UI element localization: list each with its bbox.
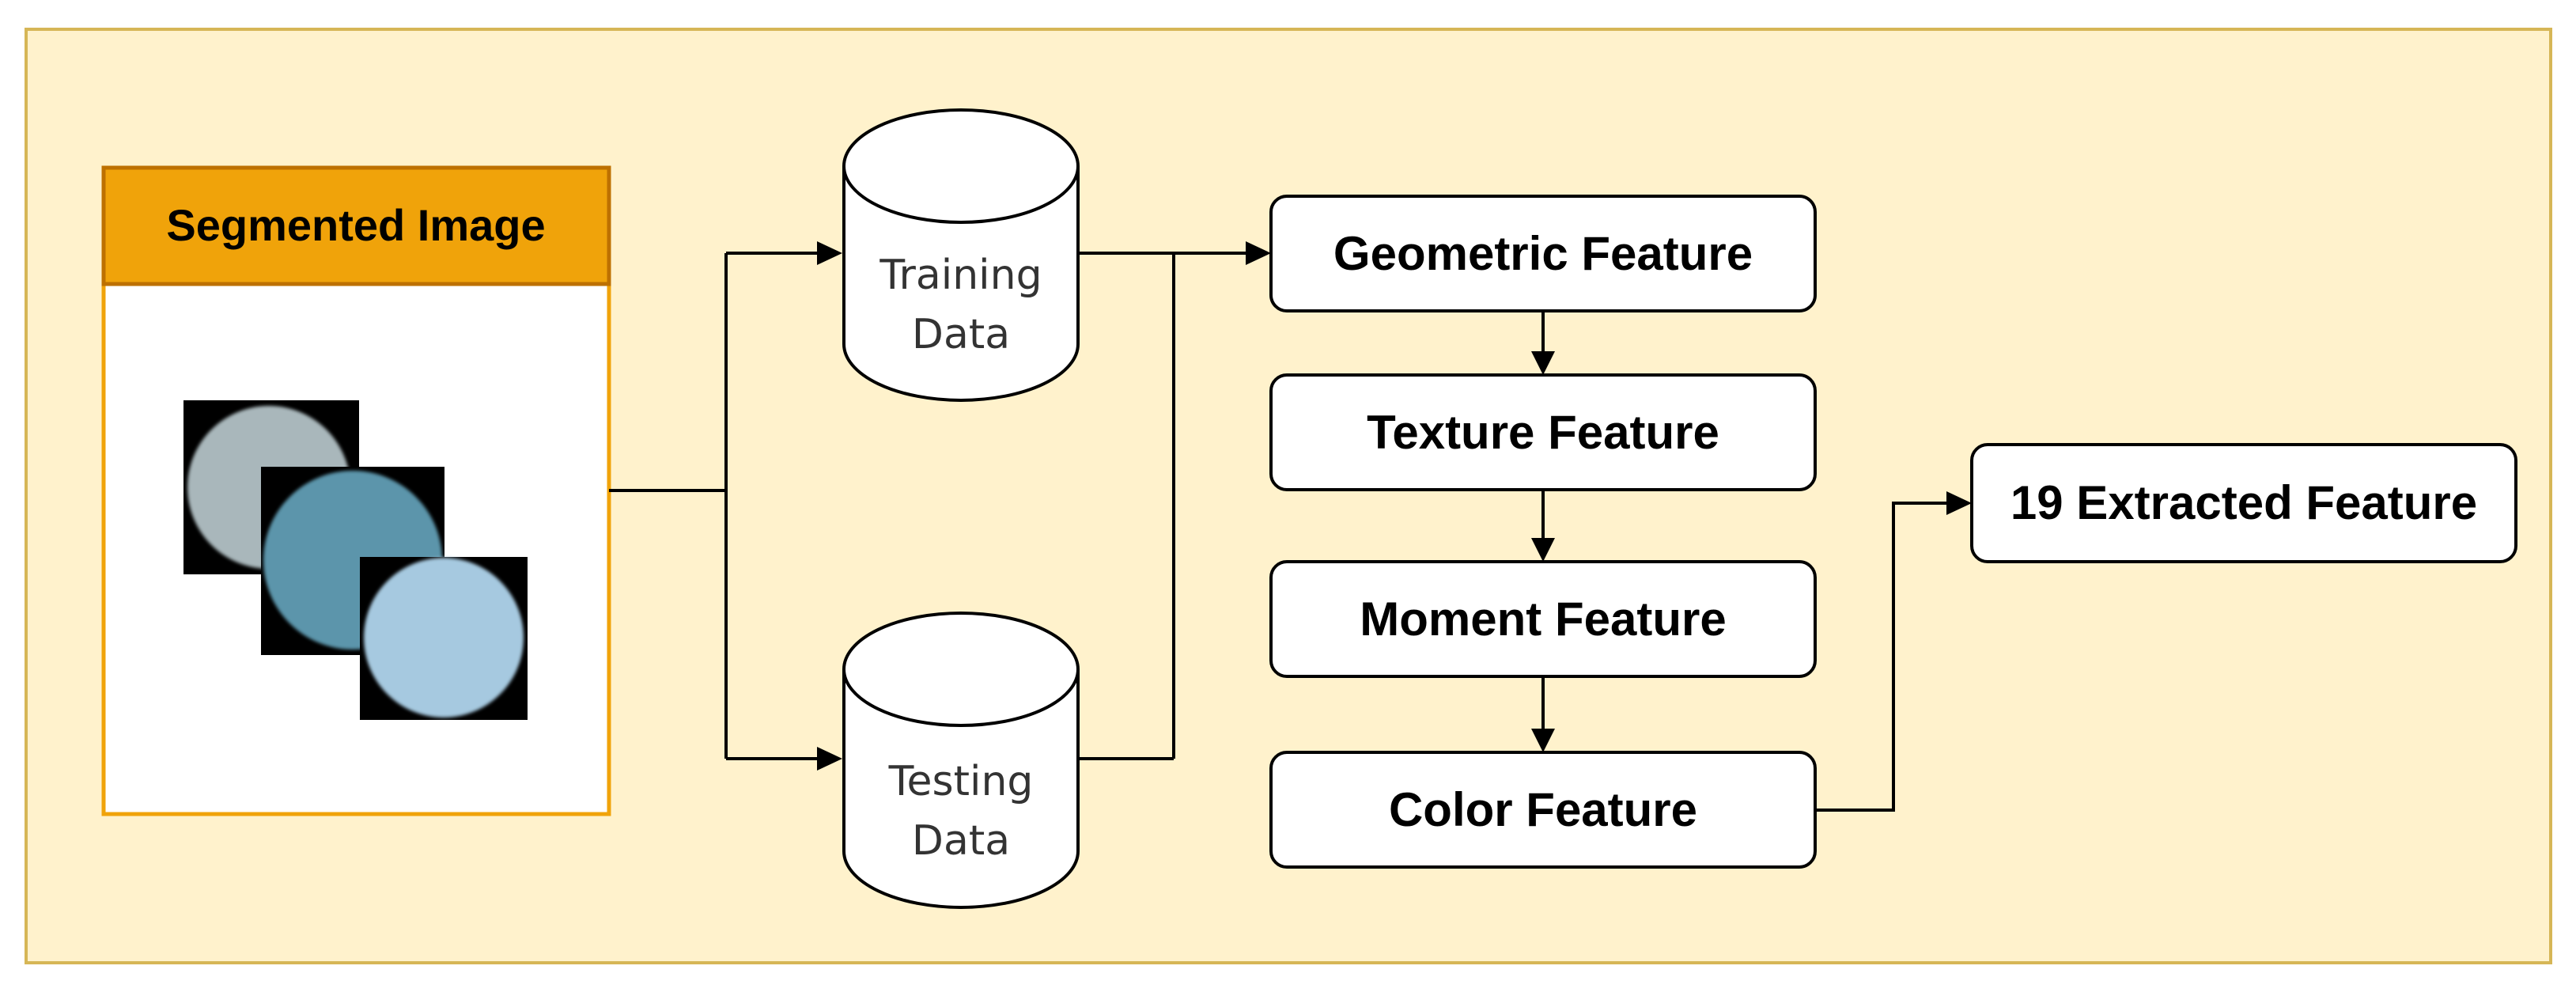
- training-data-label-line1: Training: [879, 252, 1042, 299]
- feature-chain-arrows: [1531, 311, 1555, 752]
- testing-data-database: Testing Data: [842, 612, 1080, 909]
- connector-image-to-data: [609, 241, 842, 771]
- segmented-image-panel: Segmented Image: [101, 165, 611, 816]
- color-feature-box: Color Feature: [1269, 751, 1817, 869]
- segmented-image-header: [101, 165, 611, 286]
- geometric-feature-label: Geometric Feature: [1333, 227, 1753, 280]
- segmented-image-title: Segmented Image: [166, 200, 545, 250]
- extracted-feature-box: 19 Extracted Feature: [1970, 443, 2517, 563]
- training-data-database: Training Data: [842, 108, 1080, 402]
- testing-data-label-line2: Data: [912, 817, 1010, 865]
- texture-feature-label: Texture Feature: [1367, 406, 1719, 459]
- segmented-sample-images: [183, 400, 528, 720]
- texture-feature-box: Texture Feature: [1269, 373, 1817, 491]
- color-feature-label: Color Feature: [1389, 783, 1697, 836]
- training-data-label-line2: Data: [912, 311, 1010, 358]
- moment-feature-label: Moment Feature: [1360, 593, 1726, 646]
- extracted-feature-label: 19 Extracted Feature: [2010, 476, 2477, 529]
- connector-to-output: [1815, 491, 1972, 812]
- geometric-feature-box: Geometric Feature: [1269, 195, 1817, 312]
- connector-data-to-features: [1078, 241, 1271, 760]
- testing-data-label-line1: Testing: [888, 758, 1034, 805]
- moment-feature-box: Moment Feature: [1269, 560, 1817, 678]
